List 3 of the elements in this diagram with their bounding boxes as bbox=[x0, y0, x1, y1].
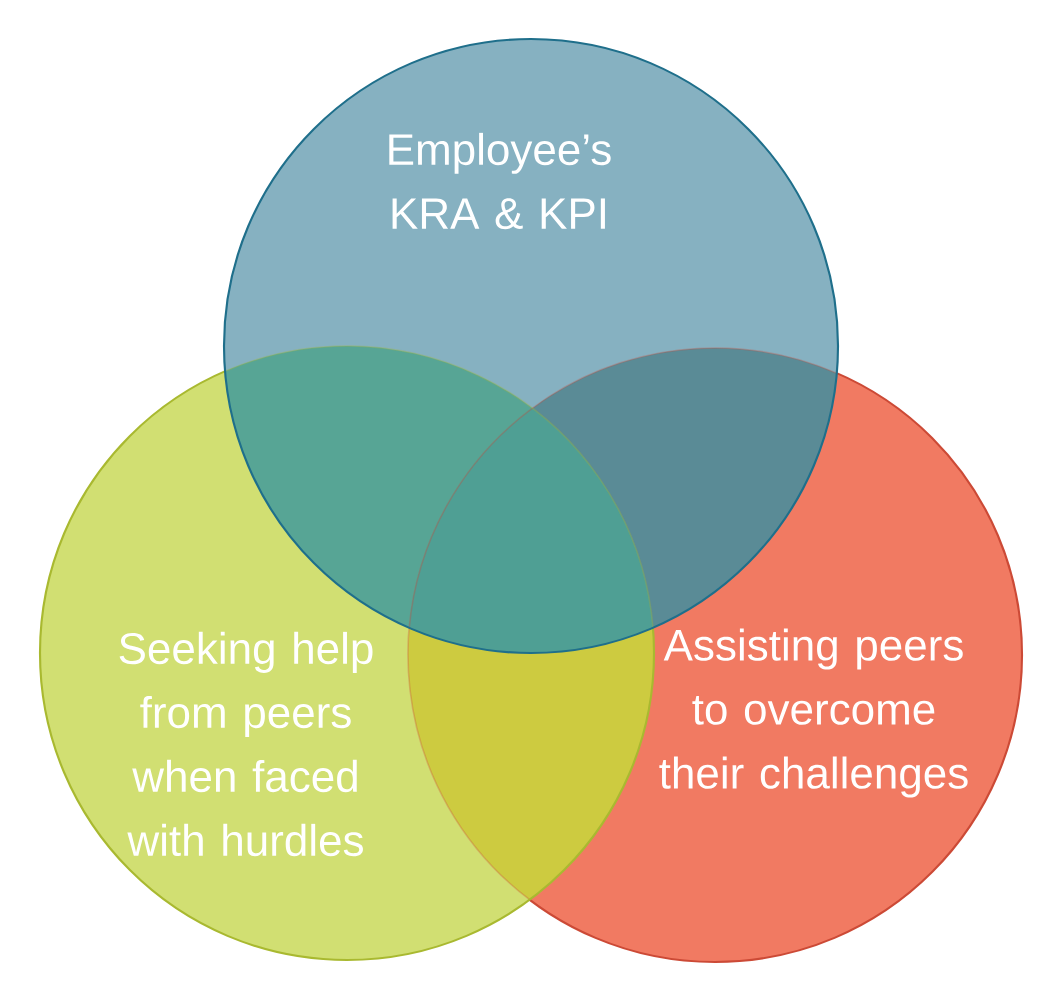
circle-label: Seeking help from peers when faced with hurdles bbox=[119, 631, 373, 857]
circle-label: Assisting peers to overcome their challenges bbox=[659, 628, 968, 798]
circle-label: Employee’s KRA & KPI bbox=[389, 132, 611, 230]
